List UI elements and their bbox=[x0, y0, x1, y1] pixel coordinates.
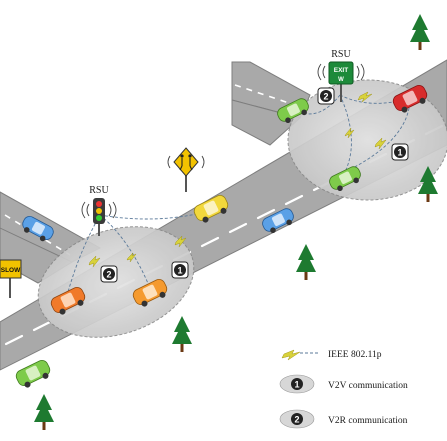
legend-v2v-label: V2V communication bbox=[328, 381, 408, 391]
badge-v2v-right: 1 bbox=[391, 143, 409, 161]
slow-sign: SLOW bbox=[0, 259, 22, 298]
badge-v2r-right: 2 bbox=[317, 87, 335, 105]
rsu-right: RSU EXIT W bbox=[317, 49, 365, 102]
svg-text:2: 2 bbox=[294, 415, 299, 425]
tree-icon bbox=[34, 394, 54, 430]
rsu-left: RSU bbox=[81, 185, 117, 236]
lightning-icon bbox=[344, 127, 355, 139]
legend-ieee: IEEE 802.11p bbox=[281, 349, 382, 361]
lightning-bolts bbox=[88, 91, 387, 268]
pedestrian-icon bbox=[173, 147, 199, 177]
tree-icon bbox=[296, 244, 316, 280]
legend-ieee-label: IEEE 802.11p bbox=[328, 350, 382, 360]
pedestrian-sign bbox=[167, 147, 205, 192]
lightning-icon bbox=[174, 235, 187, 248]
cars bbox=[15, 84, 428, 388]
rsu-label-left: RSU bbox=[89, 185, 109, 196]
rsu-label-right: RSU bbox=[331, 49, 351, 60]
exit-sign bbox=[328, 61, 354, 85]
lightning-icon bbox=[281, 349, 301, 361]
svg-text:EXIT: EXIT bbox=[334, 67, 348, 74]
car-orange-right bbox=[132, 278, 168, 307]
svg-text:1: 1 bbox=[397, 148, 402, 158]
svg-text:1: 1 bbox=[294, 380, 299, 390]
side-road-upper-2 bbox=[231, 99, 302, 146]
legend-v2r-label: V2R communication bbox=[328, 416, 408, 426]
signal-waves-icon bbox=[317, 63, 365, 81]
svg-text:1: 1 bbox=[177, 266, 182, 276]
car-green-zone bbox=[329, 166, 361, 192]
car-red bbox=[392, 84, 428, 113]
car-yellow bbox=[193, 194, 229, 223]
tree-icon bbox=[418, 166, 438, 202]
car-blue-left bbox=[22, 216, 54, 242]
legend-v2r: 2 V2R communication bbox=[279, 409, 408, 429]
signal-waves-icon bbox=[81, 201, 117, 219]
badge-v2v-left: 1 bbox=[171, 261, 189, 279]
trees bbox=[34, 14, 438, 430]
lightning-icon bbox=[374, 137, 387, 150]
svg-text:2: 2 bbox=[323, 92, 328, 102]
car-green-lower bbox=[15, 359, 51, 388]
tree-icon bbox=[410, 14, 430, 50]
legend: IEEE 802.11p 1 V2V communication 2 V2R c… bbox=[279, 349, 408, 429]
scene-badges: 2 1 2 1 bbox=[100, 87, 409, 283]
lightning-icon bbox=[357, 91, 373, 103]
svg-text:SLOW: SLOW bbox=[1, 267, 21, 274]
car-orange-left bbox=[50, 286, 86, 315]
tree-icon bbox=[172, 316, 192, 352]
car-green-upper bbox=[277, 98, 309, 124]
svg-text:2: 2 bbox=[106, 270, 111, 280]
lightning-icon bbox=[126, 252, 137, 263]
car-blue-mid bbox=[262, 208, 294, 234]
svg-text:W: W bbox=[338, 77, 344, 83]
badge-v2r-left: 2 bbox=[100, 265, 118, 283]
lightning-icon bbox=[88, 255, 101, 268]
legend-v2v: 1 V2V communication bbox=[279, 374, 408, 394]
